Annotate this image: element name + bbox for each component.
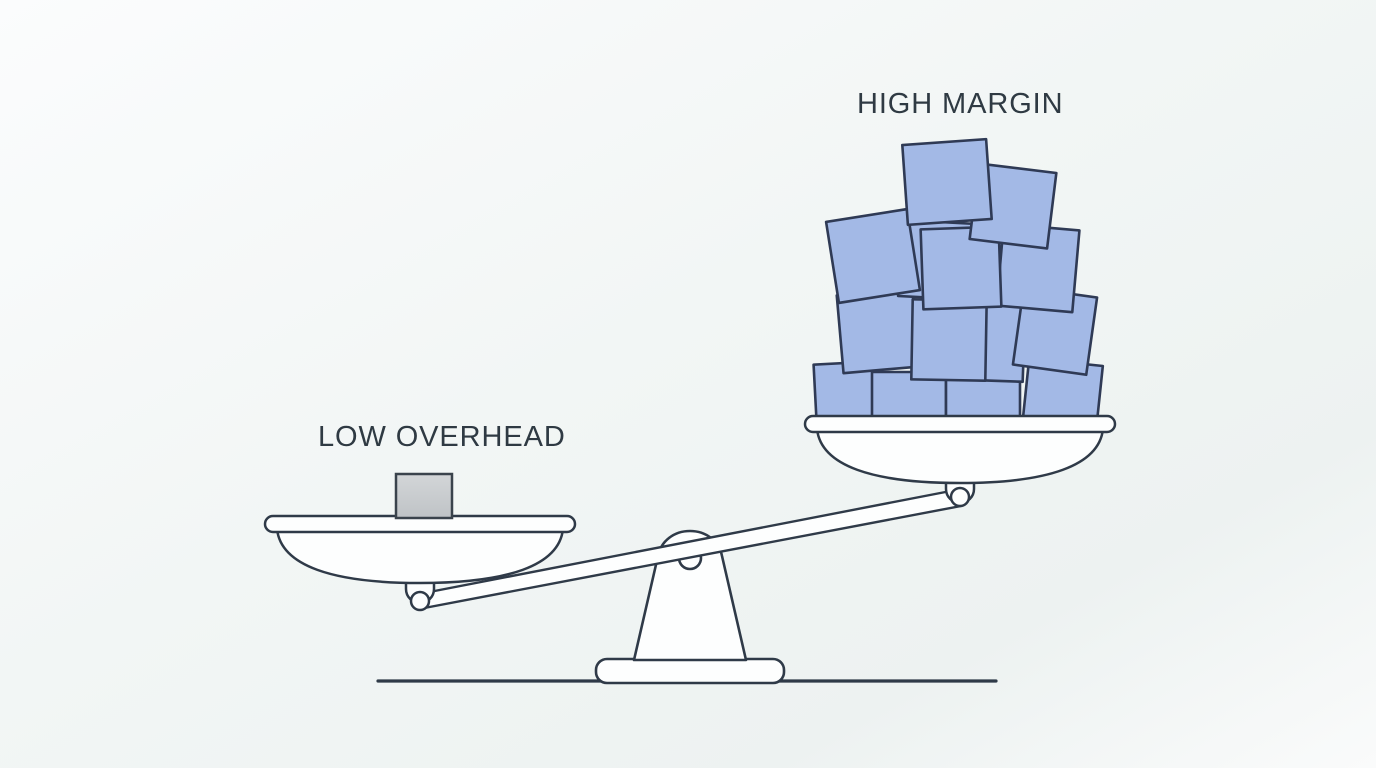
right-assembly — [803, 137, 1117, 508]
box-stack — [812, 137, 1105, 426]
right-hanger-ring-icon — [949, 486, 971, 508]
scale-base — [594, 657, 786, 685]
base-plinth — [594, 657, 786, 685]
left-pan-bowl — [275, 527, 565, 585]
grey-weight-block — [394, 472, 454, 520]
right-pan-rim — [803, 414, 1117, 434]
right-pan-bowl — [815, 427, 1105, 485]
left-hanger-ring-icon — [409, 590, 431, 612]
label-high-margin: HIGH MARGIN — [857, 88, 1064, 120]
box-item — [910, 298, 988, 382]
label-low-overhead: LOW OVERHEAD — [318, 421, 566, 453]
box-item — [901, 137, 993, 227]
left-assembly — [263, 472, 577, 612]
box-item — [919, 225, 1003, 311]
box-item — [824, 207, 922, 305]
